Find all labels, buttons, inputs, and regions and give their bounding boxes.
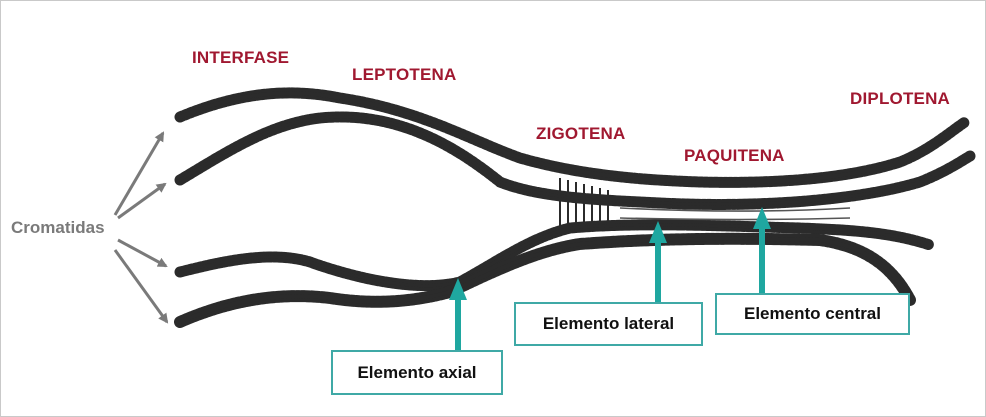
chromatid-pointer-arrows	[115, 133, 167, 322]
stage-label-interfase: INTERFASE	[192, 48, 289, 68]
arrow-upper-inner	[118, 184, 165, 218]
chromatids-label: Cromatidas	[11, 218, 105, 238]
stage-label-paquitena: PAQUITENA	[684, 146, 785, 166]
synaptonemal-cross-links	[560, 178, 608, 232]
stage-label-zigotena: ZIGOTENA	[536, 124, 625, 144]
stage-label-leptotena: LEPTOTENA	[352, 65, 456, 85]
callout-lateral-element: Elemento lateral	[514, 302, 703, 346]
callout-axial-element: Elemento axial	[331, 350, 503, 395]
callout-central-element: Elemento central	[715, 293, 910, 335]
stage-label-diplotena: DIPLOTENA	[850, 89, 950, 109]
